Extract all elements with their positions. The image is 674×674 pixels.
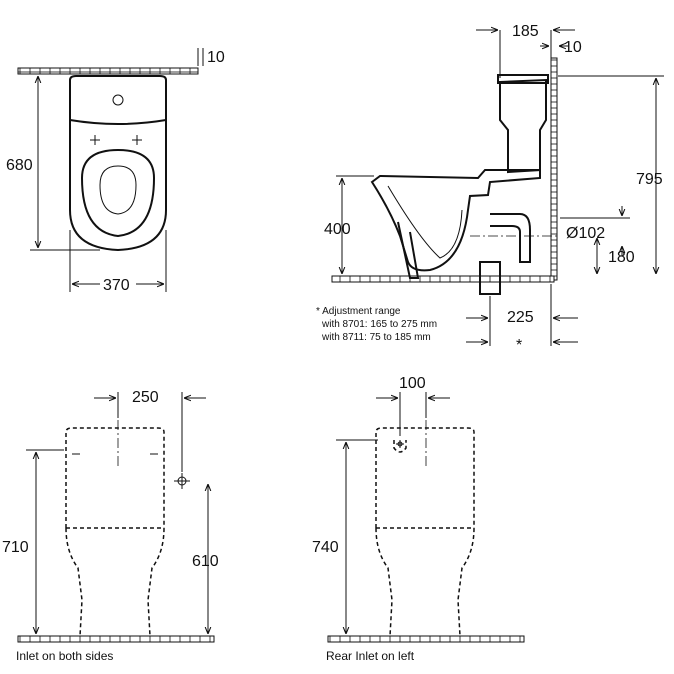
rear-inlet-icon: [393, 440, 407, 453]
front-tank-outline-right: [375, 427, 475, 528]
inlet-spacing-dimension: 250: [132, 389, 159, 406]
seat-outline: [80, 148, 156, 238]
width-dimension: 370: [103, 277, 130, 294]
cistern-outline: [499, 78, 547, 174]
adjustment-note-8711: with 8711: 75 to 185 mm: [321, 332, 431, 343]
wall-top-view: [17, 67, 199, 75]
floor-front-right: [327, 635, 525, 643]
outlet-height-dimension: 180: [608, 249, 635, 266]
side-wall-gap-dimension: 10: [564, 39, 582, 56]
height-dimension-right: 740: [312, 539, 339, 556]
outlet-connector: [479, 261, 501, 295]
inlet-height-dimension: 610: [192, 553, 219, 570]
tank-depth-dimension: 185: [512, 23, 539, 40]
bowl-side-outline: [370, 169, 541, 272]
seat-height-dimension: 400: [324, 221, 351, 238]
floor-side-view: [331, 275, 555, 283]
seat-opening: [99, 165, 137, 215]
outlet-offset-dimension: 225: [507, 309, 534, 326]
front-tank-outline: [65, 427, 165, 528]
top-view: 680 370 10: [6, 48, 225, 294]
outlet-offset-marker: *: [516, 337, 522, 354]
trap-outline: [387, 185, 463, 259]
wall-gap-dimension: 10: [207, 49, 225, 66]
side-view: 185 10 795 400 Ø102 180 225 * * Adjustme…: [316, 23, 664, 354]
front-bowl-outline: [65, 527, 165, 637]
front-view-both-sides: 250 710 610 Inlet on both sides: [2, 389, 219, 663]
caption-rear-left: Rear Inlet on left: [326, 649, 415, 663]
pedestal-outline: [397, 221, 420, 279]
front-bowl-outline-right: [375, 527, 475, 637]
inlet-cross-icon: [174, 473, 190, 489]
depth-dimension: 680: [6, 157, 33, 174]
caption-both-sides: Inlet on both sides: [16, 649, 113, 663]
floor-front-left: [17, 635, 215, 643]
fixing-point-icon: [90, 135, 142, 145]
outlet-pipe: [490, 213, 531, 263]
total-height-dimension: 795: [636, 171, 663, 188]
inlet-spacing-dimension-right: 100: [399, 375, 426, 392]
wall-side-view: [550, 57, 558, 281]
outlet-diameter-dimension: Ø102: [566, 225, 605, 242]
cistern-lid: [497, 74, 549, 84]
front-view-rear-left: 100 740 Rear Inlet on left: [312, 375, 525, 663]
height-dimension-left: 710: [2, 539, 29, 556]
adjustment-note-title: * Adjustment range: [316, 306, 401, 317]
bowl-outline: [69, 120, 167, 252]
tank-outline: [69, 75, 167, 125]
adjustment-note-8701: with 8701: 165 to 275 mm: [321, 319, 437, 330]
flush-button-icon: [112, 94, 124, 106]
